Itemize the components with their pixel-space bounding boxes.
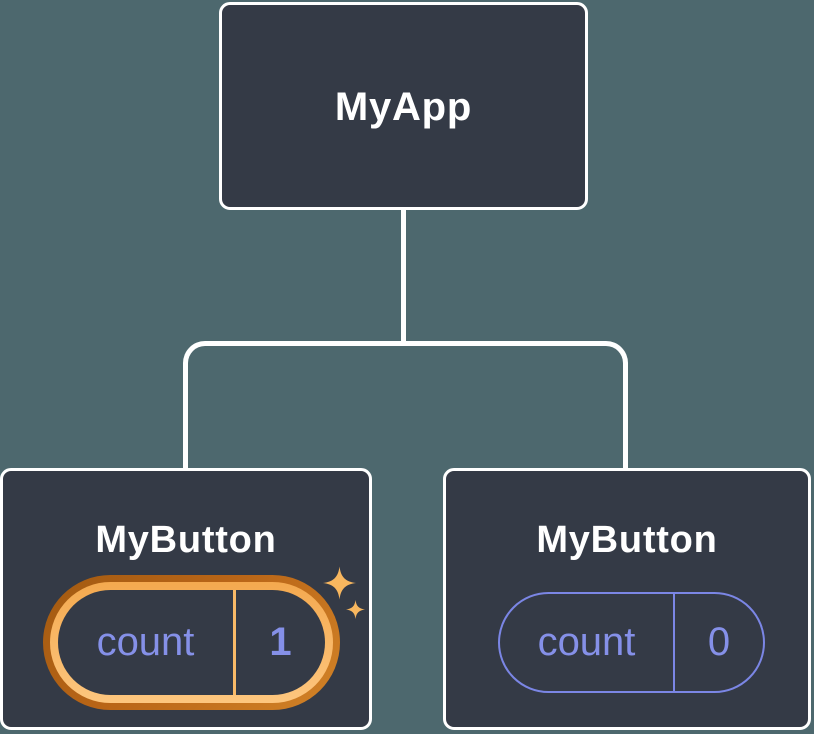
state-pill-highlighted: count 1 (43, 575, 340, 710)
state-key: count (537, 620, 636, 664)
state-value: 0 (707, 620, 731, 664)
component-node-mybutton-2: MyButton count 0 (443, 468, 811, 730)
state-pill-divider (673, 594, 675, 691)
node-label: MyButton (536, 519, 718, 561)
state-pill-glow-ring: count 1 (50, 582, 333, 703)
sparkles-icon (323, 566, 356, 600)
node-label: MyButton (95, 519, 277, 561)
connector-branch-bracket (183, 341, 628, 468)
component-node-myapp: MyApp (219, 2, 588, 210)
state-key: count (96, 620, 195, 664)
sparkles-icon (346, 600, 365, 619)
state-pill-divider (233, 590, 236, 695)
state-pill-body: count 1 (58, 590, 325, 695)
state-pill: count 0 (498, 592, 765, 693)
component-node-mybutton-1: MyButton count 1 (0, 468, 372, 730)
state-value: 1 (269, 620, 292, 664)
node-label: MyApp (334, 85, 473, 129)
connector-root-line (401, 208, 406, 345)
